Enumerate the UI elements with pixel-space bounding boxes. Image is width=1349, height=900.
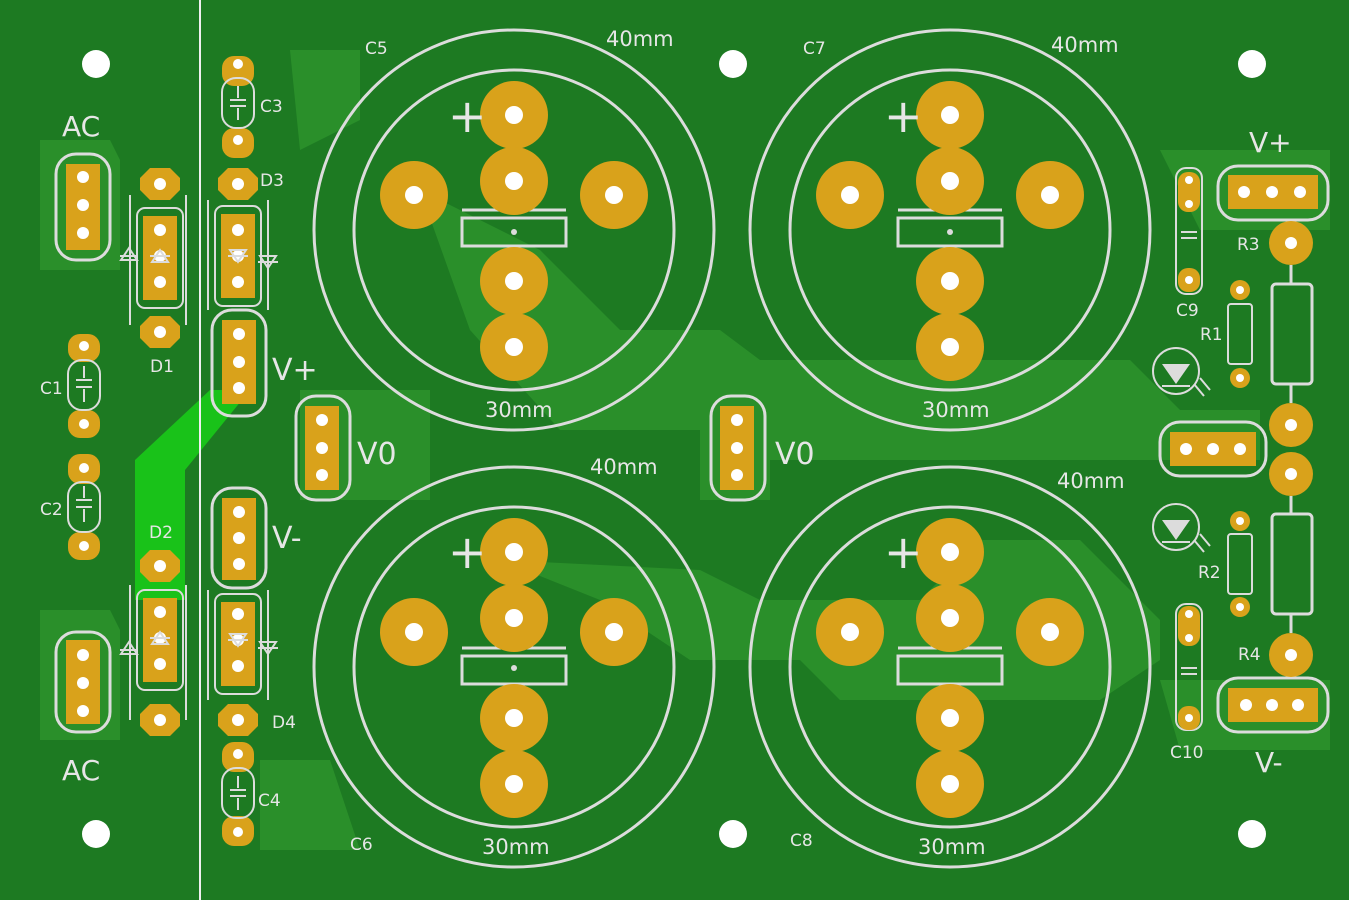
- diode-d4: [207, 590, 278, 736]
- mounting-holes: [82, 50, 1266, 848]
- terminal-vplus-left: [210, 308, 268, 418]
- resistor-r3: [1269, 221, 1314, 447]
- label-ac-bottom: AC: [62, 754, 100, 787]
- ref-r1: R1: [1200, 325, 1223, 345]
- terminal-vminus-left: [210, 486, 268, 590]
- dim-c8-inner: 30mm: [918, 835, 986, 859]
- capacitor-c8: [748, 465, 1152, 869]
- polarity-c8: +: [884, 525, 923, 579]
- diode-d2: [119, 550, 187, 736]
- resistor-r2: [1227, 511, 1253, 617]
- ref-c6: C6: [350, 835, 373, 855]
- ref-c1: C1: [40, 379, 63, 399]
- ref-c2: C2: [40, 500, 63, 520]
- ref-c5: C5: [365, 39, 388, 59]
- ref-d4: D4: [272, 713, 296, 733]
- terminal-ac-top: [54, 152, 112, 262]
- diode-d3: [207, 168, 278, 310]
- ref-d3: D3: [260, 171, 284, 191]
- dim-c7-outer: 40mm: [1051, 33, 1119, 57]
- ref-c8: C8: [790, 831, 813, 851]
- ref-r3: R3: [1237, 235, 1260, 255]
- label-vo-left: V0: [357, 437, 397, 472]
- resistor-r1: [1227, 280, 1253, 388]
- resistor-r4: [1269, 452, 1314, 677]
- polarity-c5: +: [448, 89, 487, 143]
- ref-c10: C10: [1170, 743, 1204, 763]
- capacitor-c3: [221, 56, 255, 158]
- ref-d2: D2: [149, 523, 173, 543]
- label-vo-mid: V0: [775, 437, 815, 472]
- label-vplus-right: V+: [1249, 126, 1292, 159]
- ref-d1: D1: [150, 357, 174, 377]
- terminal-vo-mid: [709, 394, 767, 502]
- capacitor-c5: [312, 28, 716, 432]
- diode-d1: [119, 168, 187, 348]
- dim-c8-outer: 40mm: [1057, 469, 1125, 493]
- label-vminus-left: V-: [272, 521, 302, 556]
- dim-c6-inner: 30mm: [482, 835, 550, 859]
- dim-c7-inner: 30mm: [922, 398, 990, 422]
- ref-c4: C4: [258, 791, 281, 811]
- label-vplus-left: V+: [272, 353, 318, 388]
- ref-r2: R2: [1198, 563, 1221, 583]
- ref-r4: R4: [1238, 645, 1261, 665]
- capacitor-c4: [221, 742, 255, 846]
- dim-c6-outer: 40mm: [590, 455, 658, 479]
- highlight-trace: [135, 390, 250, 600]
- capacitor-c6: [312, 465, 716, 869]
- dim-c5-inner: 30mm: [485, 398, 553, 422]
- led-2: [1152, 503, 1211, 553]
- polarity-c6: +: [448, 525, 487, 579]
- terminal-ac-bottom: [54, 630, 112, 734]
- terminal-vo-right: [1158, 420, 1268, 478]
- led-1: [1152, 347, 1211, 397]
- capacitor-c10: [1175, 603, 1203, 731]
- capacitor-c1: [67, 334, 101, 438]
- terminal-vminus-right: [1216, 676, 1330, 734]
- label-vminus-right: V-: [1255, 746, 1283, 779]
- terminal-vplus-right: [1216, 164, 1330, 222]
- ref-c3: C3: [260, 97, 283, 117]
- polarity-c7: +: [884, 89, 923, 143]
- dim-c5-outer: 40mm: [606, 27, 674, 51]
- ref-c9: C9: [1176, 301, 1199, 321]
- label-ac-top: AC: [62, 110, 100, 143]
- capacitor-c7: [748, 28, 1152, 432]
- capacitor-c9: [1175, 167, 1203, 295]
- ref-c7: C7: [803, 39, 826, 59]
- capacitor-c2: [67, 454, 101, 560]
- silkscreen-labels: AC AC V+ V- V0 V0 V+ V- C1 C2 C3 C4 C5 C…: [40, 27, 1292, 859]
- terminal-vo-left: [294, 394, 352, 502]
